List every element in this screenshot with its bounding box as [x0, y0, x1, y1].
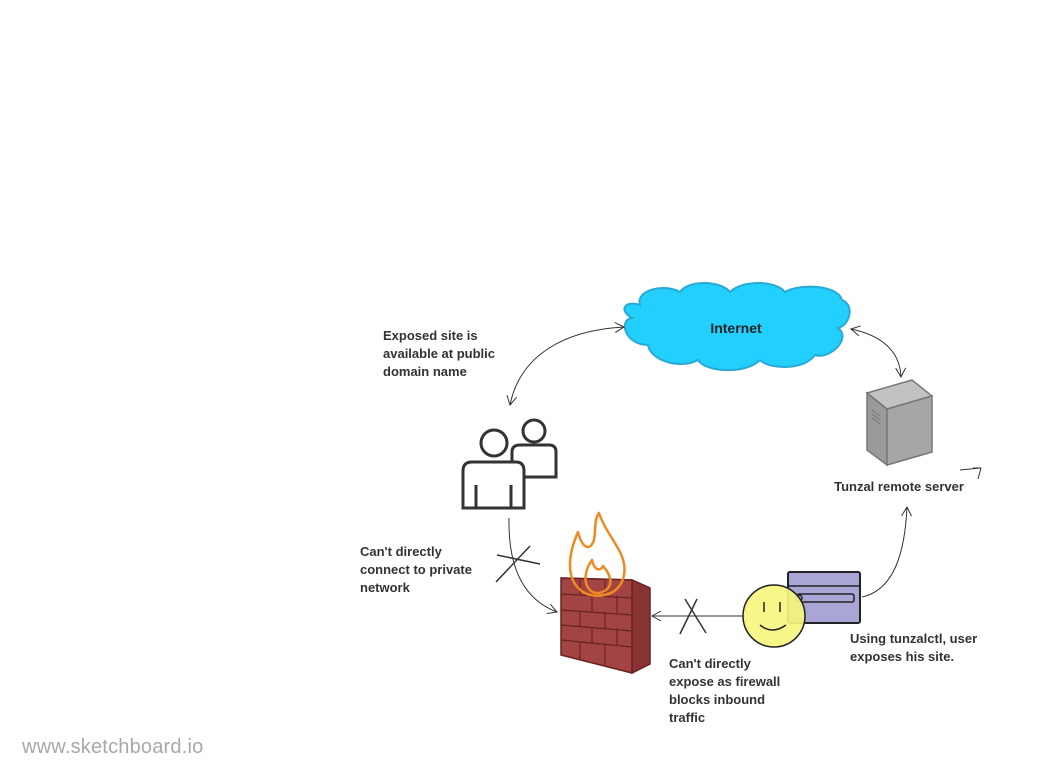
internet-cloud-icon[interactable]: Internet [623, 282, 851, 372]
note-cant-connect: Can't directly connect to private networ… [360, 544, 472, 595]
remote-server-icon[interactable] [865, 379, 934, 467]
edge-users-firewall[interactable] [508, 517, 558, 615]
flame-icon [568, 511, 626, 597]
users-icon[interactable] [461, 418, 558, 510]
note-cant-expose: Can't directly expose as firewall blocks… [669, 656, 781, 725]
edge-internet-server[interactable] [849, 325, 907, 379]
edge-user-server[interactable] [861, 505, 913, 598]
edge-internet-users[interactable] [506, 322, 626, 407]
internet-label: Internet [710, 320, 762, 336]
blocked-cross-icon [495, 545, 541, 583]
note-exposed-site: Exposed site is available at public doma… [383, 328, 495, 379]
blocked-cross-icon [679, 598, 707, 635]
firewall-icon[interactable] [560, 511, 651, 675]
note-using-tunzalctl: Using tunzalctl, user exposes his site. [850, 631, 978, 664]
stray-arrow-icon [959, 467, 982, 480]
watermark[interactable]: www.sketchboard.io [22, 736, 204, 758]
smiley-face-icon[interactable] [742, 584, 806, 648]
remote-server-label: Tunzal remote server [834, 479, 964, 494]
